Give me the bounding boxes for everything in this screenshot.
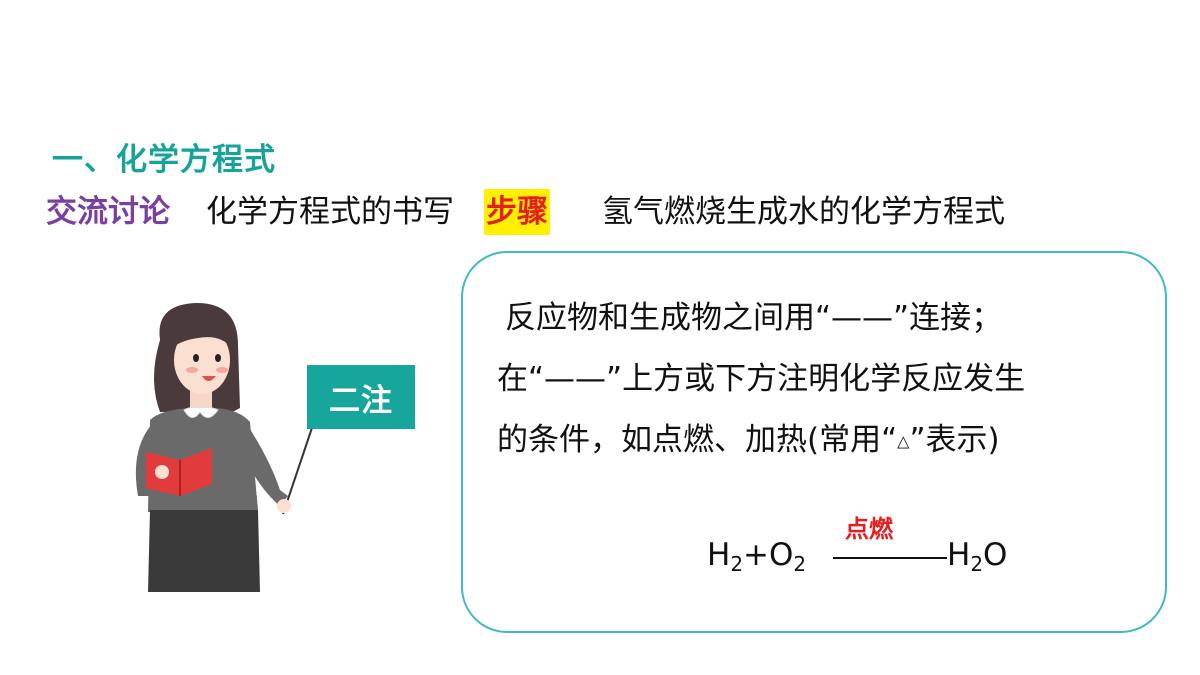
step-text: 化学方程式的书写 [206, 194, 454, 230]
reactant-o: +O [743, 537, 794, 573]
equation-product: H2O [947, 535, 1007, 584]
explanation-panel: 反应物和生成物之间用“——”连接； 在“——”上方或下方注明化学反应发生 的条件… [461, 251, 1167, 633]
reactant-h: H [707, 537, 731, 573]
product-h: H [947, 537, 971, 573]
reaction-condition: 点燃 [845, 515, 893, 543]
topic-text: 氢气燃烧生成水的化学方程式 [602, 194, 1005, 230]
heat-triangle-icon: △ [897, 431, 910, 451]
equation-reactants: H2+O2 [707, 535, 806, 584]
product-o: O [983, 537, 1008, 573]
panel-line-3-prefix: 的条件，如点燃、加热(常用“ [497, 422, 898, 458]
panel-line-2: 在“——”上方或下方注明化学反应发生 [497, 361, 1026, 397]
reactant-h-subscript: 2 [730, 552, 744, 576]
reactant-o-subscript: 2 [793, 552, 807, 576]
reaction-line [833, 557, 947, 559]
step-highlight: 步骤 [484, 189, 550, 235]
tag-label: 二注 [307, 365, 415, 429]
section-title: 一、化学方程式 [52, 142, 276, 178]
teacher-illustration [135, 302, 319, 592]
panel-line-3-suffix: ”表示) [909, 422, 1000, 458]
panel-line-1: 反应物和生成物之间用“——”连接； [505, 300, 1003, 336]
discussion-label: 交流讨论 [46, 194, 170, 230]
product-h-subscript: 2 [970, 552, 984, 576]
panel-line-3: 的条件，如点燃、加热(常用“△”表示) [497, 420, 1000, 462]
